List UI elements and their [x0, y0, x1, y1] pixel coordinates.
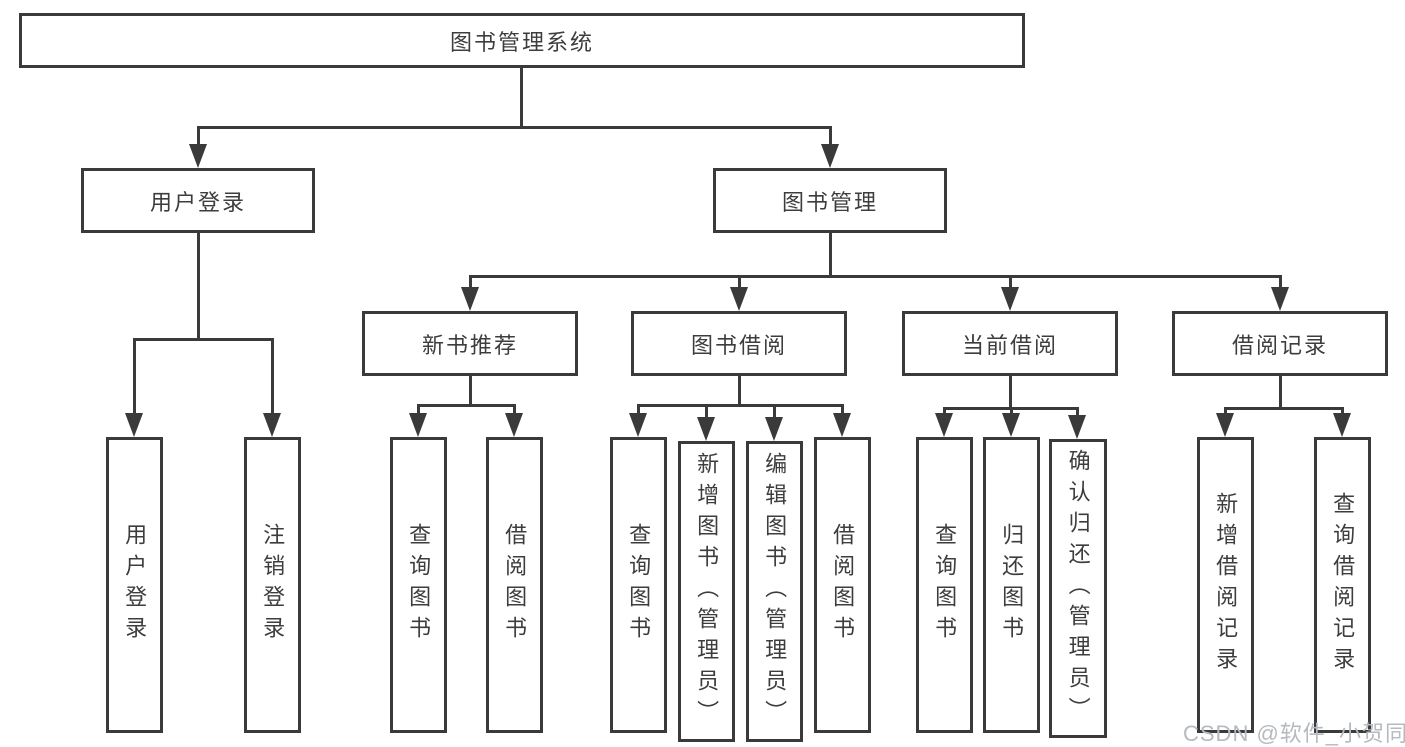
node-leaf-rec-borrow-books: 借阅图书 — [486, 437, 543, 733]
edge-drop-cb-return — [1010, 407, 1013, 415]
arrowhead-cb-search — [935, 413, 953, 437]
node-leaf-bb-search-books: 查询图书 — [610, 437, 667, 733]
node-leaf-br-search-record: 查询借阅记录 — [1314, 437, 1371, 733]
node-label: 查询图书 — [406, 523, 432, 647]
arrowhead-br-search — [1333, 413, 1351, 437]
edge-book-borrow-stem — [738, 376, 741, 407]
edge-borrow-records-split — [1224, 407, 1344, 410]
edge-book-management-split — [469, 275, 1282, 278]
arrowhead-new-book — [461, 287, 479, 311]
arrowhead-book-management — [821, 144, 839, 168]
arrowhead-book-borrow — [730, 287, 748, 311]
arrowhead-bb-search — [629, 413, 647, 437]
arrowhead-rec-search — [409, 413, 427, 437]
node-current-borrow: 当前借阅 — [902, 311, 1118, 376]
node-leaf-cb-search-books: 查询图书 — [916, 437, 973, 733]
arrowhead-current-borrow — [1001, 287, 1019, 311]
edge-book-borrow-split — [637, 404, 844, 407]
edge-new-book-stem — [469, 376, 472, 407]
edge-drop-borrow-records — [1279, 275, 1282, 289]
node-label: 借阅图书 — [830, 523, 856, 647]
edge-drop-cb-search — [943, 407, 946, 415]
node-label: 图书管理系统 — [449, 29, 594, 55]
node-label: 确认归还（管理员） — [1065, 449, 1091, 728]
node-label: 图书借阅 — [690, 332, 787, 358]
node-label: 借阅图书 — [502, 523, 528, 647]
node-leaf-logout: 注销登录 — [244, 437, 301, 733]
node-label: 编辑图书（管理员） — [762, 452, 788, 731]
edge-drop-book-borrow — [738, 275, 741, 289]
edge-drop-current-borrow — [1009, 275, 1012, 289]
edge-drop-br-add — [1224, 407, 1227, 415]
node-leaf-bb-edit-books-admin: 编辑图书（管理员） — [746, 441, 803, 742]
node-user-login: 用户登录 — [81, 168, 315, 233]
node-label: 查询借阅记录 — [1330, 492, 1356, 678]
edge-drop-book-management — [829, 126, 832, 146]
node-leaf-bb-borrow-books: 借阅图书 — [814, 437, 871, 733]
node-leaf-bb-add-books-admin: 新增图书（管理员） — [678, 441, 735, 742]
arrowhead-borrow-records — [1271, 287, 1289, 311]
node-book-management: 图书管理 — [713, 168, 947, 233]
arrowhead-bb-borrow — [833, 413, 851, 437]
edge-drop-br-search — [1341, 407, 1344, 415]
edge-book-management-stem — [829, 233, 832, 278]
edge-drop-login-leaf — [133, 338, 136, 416]
node-root-system: 图书管理系统 — [19, 13, 1025, 68]
node-label: 归还图书 — [999, 523, 1025, 647]
edge-drop-bb-edit — [773, 404, 776, 419]
arrowhead-login-leaf — [125, 413, 143, 437]
node-label: 查询图书 — [626, 523, 652, 647]
node-label: 用户登录 — [122, 523, 148, 647]
node-leaf-cb-return-books: 归还图书 — [983, 437, 1040, 733]
node-leaf-rec-search-books: 查询图书 — [390, 437, 447, 733]
node-leaf-user-login: 用户登录 — [106, 437, 163, 733]
csdn-watermark: CSDN @软件_小贺同学 — [1183, 721, 1405, 746]
node-new-book-recommend: 新书推荐 — [362, 311, 578, 376]
edge-drop-rec-search — [417, 404, 420, 415]
edge-drop-bb-borrow — [841, 404, 844, 415]
arrowhead-bb-edit — [765, 417, 783, 441]
node-label: 注销登录 — [260, 523, 286, 647]
edge-current-borrow-stem — [1009, 376, 1012, 410]
edge-user-login-split — [133, 338, 274, 341]
arrowhead-br-add — [1216, 413, 1234, 437]
edge-borrow-records-stem — [1279, 376, 1282, 410]
node-book-borrow: 图书借阅 — [631, 311, 847, 376]
node-label: 用户登录 — [149, 189, 246, 215]
edge-new-book-split — [417, 404, 516, 407]
node-label: 新增图书（管理员） — [694, 452, 720, 731]
edge-drop-bb-add — [705, 404, 708, 419]
arrowhead-logout-leaf — [263, 413, 281, 437]
arrowhead-user-login — [189, 144, 207, 168]
node-label: 图书管理 — [781, 189, 878, 215]
arrowhead-bb-add — [697, 417, 715, 441]
edge-drop-rec-borrow — [513, 404, 516, 415]
node-label: 查询图书 — [932, 523, 958, 647]
arrowhead-rec-borrow — [505, 413, 523, 437]
node-label: 新增借阅记录 — [1213, 492, 1239, 678]
arrowhead-cb-return — [1002, 413, 1020, 437]
node-label: 当前借阅 — [961, 332, 1058, 358]
edge-root-split — [197, 126, 832, 129]
edge-user-login-stem — [197, 233, 200, 338]
node-label: 新书推荐 — [421, 332, 518, 358]
edge-drop-user-login — [197, 126, 200, 146]
node-label: 借阅记录 — [1231, 332, 1328, 358]
node-borrow-records: 借阅记录 — [1172, 311, 1388, 376]
edge-drop-bb-search — [637, 404, 640, 415]
edge-root-stem — [520, 68, 523, 126]
edge-drop-cb-confirm — [1076, 407, 1079, 417]
edge-drop-new-book — [469, 275, 472, 289]
arrowhead-cb-confirm — [1068, 415, 1086, 439]
node-leaf-br-add-record: 新增借阅记录 — [1197, 437, 1254, 733]
node-leaf-cb-confirm-return-admin: 确认归还（管理员） — [1049, 439, 1107, 738]
edge-drop-logout-leaf — [271, 338, 274, 416]
